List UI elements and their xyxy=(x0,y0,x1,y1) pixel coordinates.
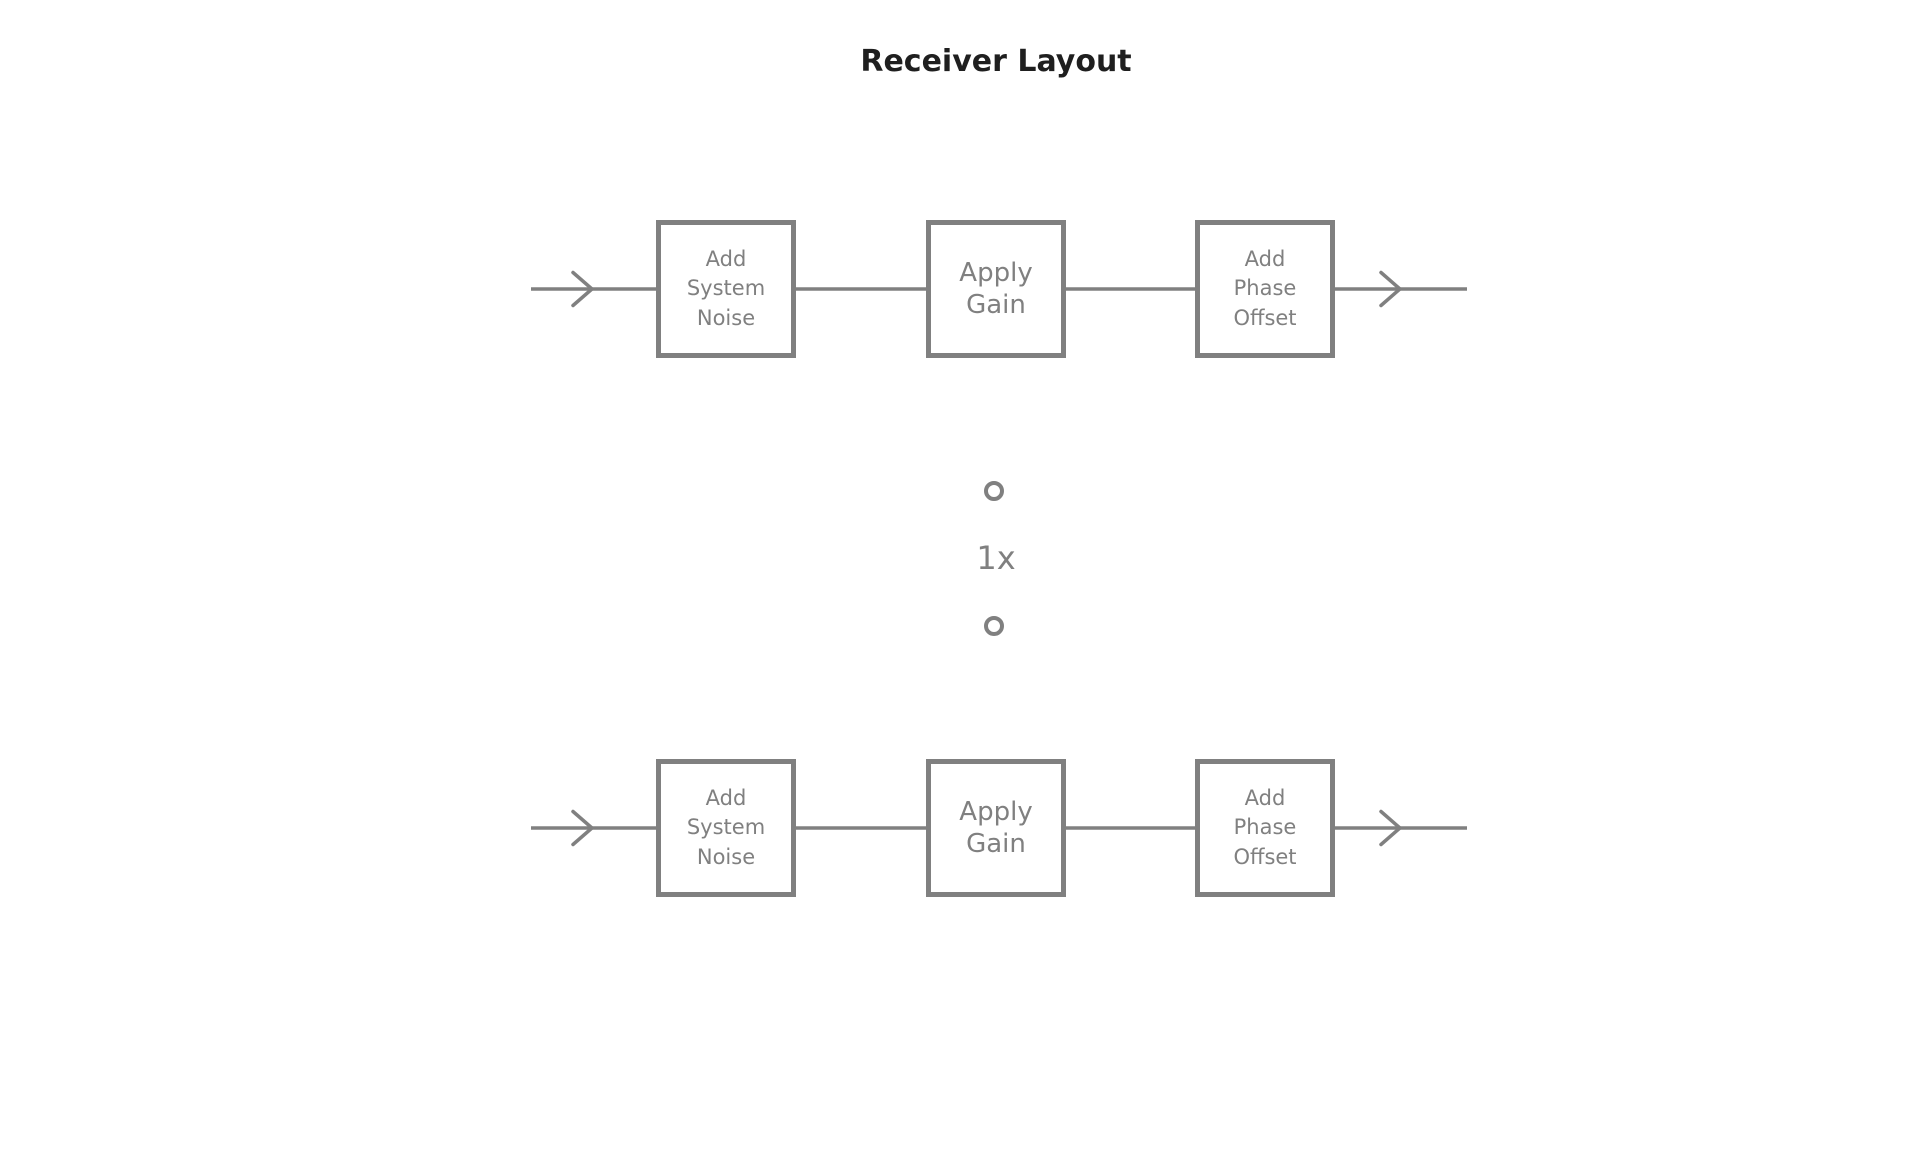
block-apply-gain: Apply Gain xyxy=(926,759,1066,897)
repeat-circle-top xyxy=(984,481,1004,501)
chain-top-wires xyxy=(531,270,1467,308)
repeat-circle-bottom xyxy=(984,616,1004,636)
arrowhead-icon xyxy=(1379,809,1403,847)
block-add-phase-offset: Add Phase Offset xyxy=(1195,220,1335,358)
figure-title: Receiver Layout xyxy=(860,44,1132,79)
arrowhead-icon xyxy=(571,809,595,847)
arrowhead-icon xyxy=(571,270,595,308)
block-add-phase-offset: Add Phase Offset xyxy=(1195,759,1335,897)
block-add-system-noise: Add System Noise xyxy=(656,759,796,897)
arrowhead-icon xyxy=(1379,270,1403,308)
repeat-count-label: 1x xyxy=(976,539,1016,577)
chain-bottom-wires xyxy=(531,809,1467,847)
block-apply-gain: Apply Gain xyxy=(926,220,1066,358)
block-add-system-noise: Add System Noise xyxy=(656,220,796,358)
